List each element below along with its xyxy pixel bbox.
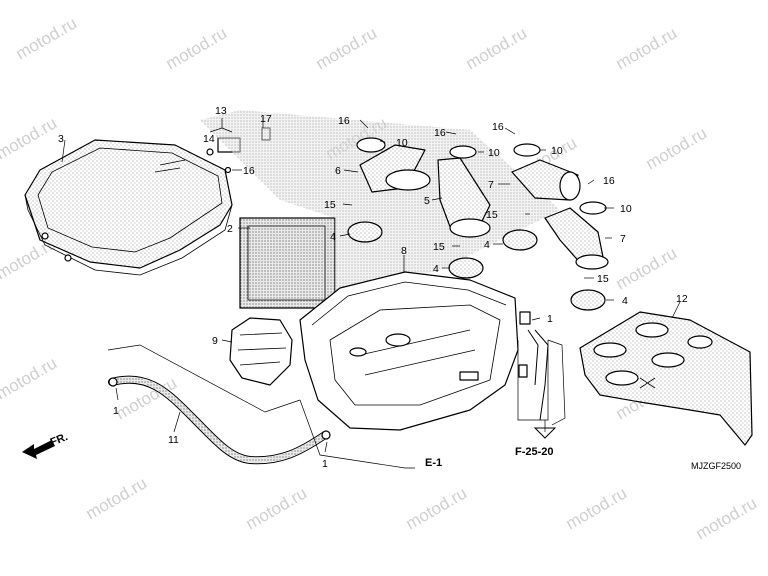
callout-15: 15 xyxy=(324,199,336,211)
callout-10: 10 xyxy=(488,147,500,159)
callout-8: 8 xyxy=(401,245,407,257)
callout-10: 10 xyxy=(620,203,632,215)
callout-2: 2 xyxy=(227,223,233,235)
watermark: motod.ru xyxy=(563,483,631,533)
watermark: motod.ru xyxy=(0,113,60,163)
callout-4: 4 xyxy=(622,295,628,307)
heat-shield-plate xyxy=(579,311,753,446)
callout-11: 11 xyxy=(168,434,179,446)
air-cleaner-housing xyxy=(299,271,519,431)
intake-funnels xyxy=(359,144,609,270)
callout-15: 15 xyxy=(433,241,445,253)
callout-9: 9 xyxy=(212,335,218,347)
reference-f2520: F-25-20 xyxy=(515,446,554,458)
watermark: motod.ru xyxy=(13,13,81,63)
watermark: motod.ru xyxy=(463,23,531,73)
resonator xyxy=(229,317,293,386)
callout-6: 6 xyxy=(335,165,341,177)
watermark: motod.ru xyxy=(0,353,60,403)
front-label: FR. xyxy=(49,431,70,449)
callout-1: 1 xyxy=(322,458,328,470)
callout-10: 10 xyxy=(396,137,408,149)
callout-16: 16 xyxy=(338,115,350,127)
watermark: motod.ru xyxy=(613,243,681,293)
callout-16: 16 xyxy=(243,165,255,177)
callout-3: 3 xyxy=(58,133,64,145)
callout-16: 16 xyxy=(434,127,446,139)
callout-1: 1 xyxy=(547,313,553,325)
callout-10: 10 xyxy=(551,145,563,157)
callout-5: 5 xyxy=(424,195,430,207)
callout-1: 1 xyxy=(113,405,119,417)
callout-16: 16 xyxy=(492,121,504,133)
watermark: motod.ru xyxy=(163,23,231,73)
diagram-code: MJZGF2500 xyxy=(691,461,741,471)
callout-16: 16 xyxy=(603,175,615,187)
callout-4: 4 xyxy=(484,239,490,251)
callout-4: 4 xyxy=(433,263,439,275)
watermark: motod.ru xyxy=(403,483,471,533)
gaskets-and-joints xyxy=(347,137,607,311)
front-arrow-icon: FR. xyxy=(22,431,70,459)
callout-4: 4 xyxy=(330,231,336,243)
watermark: motod.ru xyxy=(613,23,681,73)
air-cleaner-cover xyxy=(24,139,233,276)
callout-17: 17 xyxy=(260,113,272,125)
watermark: motod.ru xyxy=(313,23,381,73)
watermark: motod.ru xyxy=(83,473,151,523)
callout-15: 15 xyxy=(486,209,498,221)
watermark: motod.ru xyxy=(243,483,311,533)
drain-hose xyxy=(108,375,331,465)
leader-lines xyxy=(61,118,681,469)
watermark: motod.ru xyxy=(643,123,711,173)
watermark: motod.ru xyxy=(693,493,761,543)
callouts: 1 1 1 2 3 4 4 4 4 5 6 7 7 8 9 10 10 10 1… xyxy=(58,105,688,470)
callout-12: 12 xyxy=(676,293,688,305)
callout-15: 15 xyxy=(597,273,609,285)
drain-tube xyxy=(518,311,549,421)
callout-7: 7 xyxy=(488,179,494,191)
callout-14: 14 xyxy=(203,133,215,145)
reference-e1: E-1 xyxy=(425,457,442,469)
callout-7: 7 xyxy=(620,233,626,245)
callout-13: 13 xyxy=(215,105,227,117)
